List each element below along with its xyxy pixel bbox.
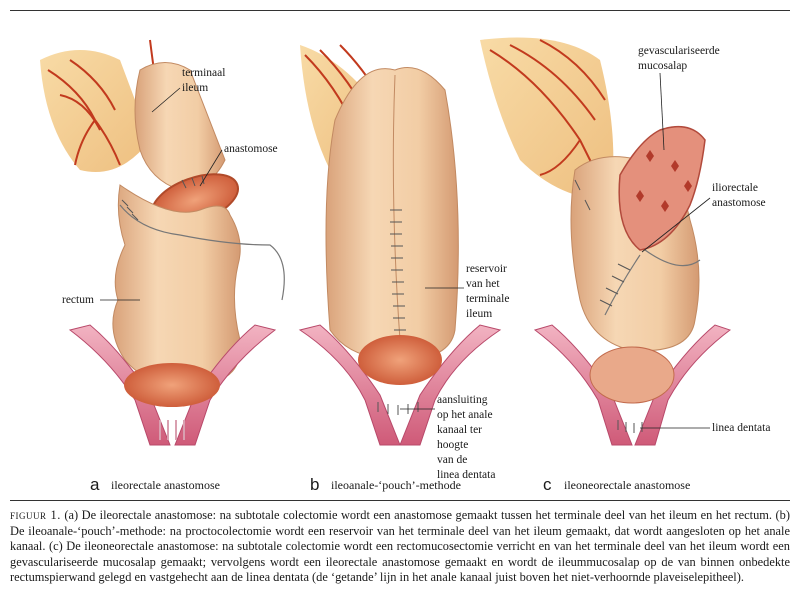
rectal-lumen-c bbox=[589, 346, 675, 404]
label-junction-line5: van de bbox=[437, 454, 467, 466]
label-linea-dentata: linea dentata bbox=[712, 422, 770, 434]
pouch-opening-b bbox=[358, 335, 442, 385]
rectum-a bbox=[112, 184, 241, 387]
label-reservoir-line1: reservoir bbox=[466, 263, 507, 275]
terminal-ileum-a bbox=[134, 62, 226, 191]
label-terminal-ileum-line1: terminaal bbox=[182, 67, 225, 79]
surgical-illustration: terminaal ileum anastomose rectum a ileo… bbox=[40, 37, 770, 494]
label-anastomosis: anastomose bbox=[224, 143, 278, 155]
label-rectum: rectum bbox=[62, 294, 94, 306]
rectal-lumen-a bbox=[124, 363, 220, 407]
label-junction-line3: kanaal ter bbox=[437, 424, 482, 436]
panel-letter-c: c bbox=[543, 475, 552, 494]
pelvic-muscle-left-c bbox=[533, 324, 633, 446]
mucosal-flap-c bbox=[618, 125, 706, 251]
anal-stitches-c bbox=[617, 420, 643, 433]
pelvic-muscle-right-a bbox=[174, 324, 277, 446]
figure-label: figuur 1. bbox=[10, 508, 61, 522]
panel-title-c: ileoneorectale anastomose bbox=[564, 478, 690, 492]
panel-a-illustration bbox=[40, 39, 285, 446]
suture-a bbox=[119, 204, 285, 301]
label-flap-line2: mucosalap bbox=[638, 60, 687, 72]
mesentery-c bbox=[480, 37, 614, 200]
panel-b-illustration bbox=[298, 44, 502, 446]
leader-flap bbox=[659, 72, 665, 151]
stitches-b bbox=[390, 209, 406, 331]
label-ileorectal-line1: iliorectale bbox=[712, 182, 758, 194]
flap-dots-c bbox=[636, 150, 692, 212]
label-reservoir-line2: van het bbox=[466, 278, 500, 290]
label-reservoir-line4: ileum bbox=[466, 308, 492, 320]
ileal-pouch-b bbox=[325, 67, 459, 361]
top-rule bbox=[10, 10, 790, 11]
label-flap-line1: gevasculariseerde bbox=[638, 45, 720, 57]
label-ileorectal-line2: anastomose bbox=[712, 197, 766, 209]
anal-columns-a bbox=[159, 420, 185, 440]
leader-terminal-ileum bbox=[151, 87, 181, 113]
label-junction-line4: hoogte bbox=[437, 439, 468, 451]
stitches-a bbox=[121, 175, 205, 221]
caption-text: (a) De ileorectale anastomose: na subtot… bbox=[10, 508, 790, 585]
panel-title-a: ileorectale anastomose bbox=[111, 478, 220, 492]
label-terminal-ileum-line2: ileum bbox=[182, 82, 208, 94]
figure-caption: figuur 1. (a) De ileorectale anastomose:… bbox=[10, 508, 790, 586]
suture-c bbox=[604, 254, 641, 316]
panel-letter-b: b bbox=[310, 475, 319, 494]
mesentery-a bbox=[40, 50, 150, 172]
caption-rule bbox=[10, 500, 790, 501]
label-junction-line2: op het anale bbox=[437, 409, 493, 421]
label-junction-line1: aansluiting bbox=[437, 394, 488, 406]
panel-letter-a: a bbox=[90, 475, 100, 494]
leader-ileorectal bbox=[641, 197, 711, 253]
label-reservoir-line3: terminale bbox=[466, 293, 509, 305]
pelvic-muscle-right-b bbox=[399, 324, 502, 446]
pouch-seam-b bbox=[392, 74, 401, 341]
leader-anastomosis bbox=[199, 149, 223, 187]
stitches-c bbox=[574, 179, 631, 307]
suture-thread-c bbox=[644, 249, 701, 267]
pelvic-muscle-right-c bbox=[634, 324, 732, 446]
label-junction-line6: linea dentata bbox=[437, 469, 495, 481]
panel-c-illustration bbox=[480, 37, 732, 446]
pelvic-muscle-left-a bbox=[68, 324, 171, 446]
panel-title-b: ileoanale-‘pouch’-methode bbox=[331, 478, 461, 492]
